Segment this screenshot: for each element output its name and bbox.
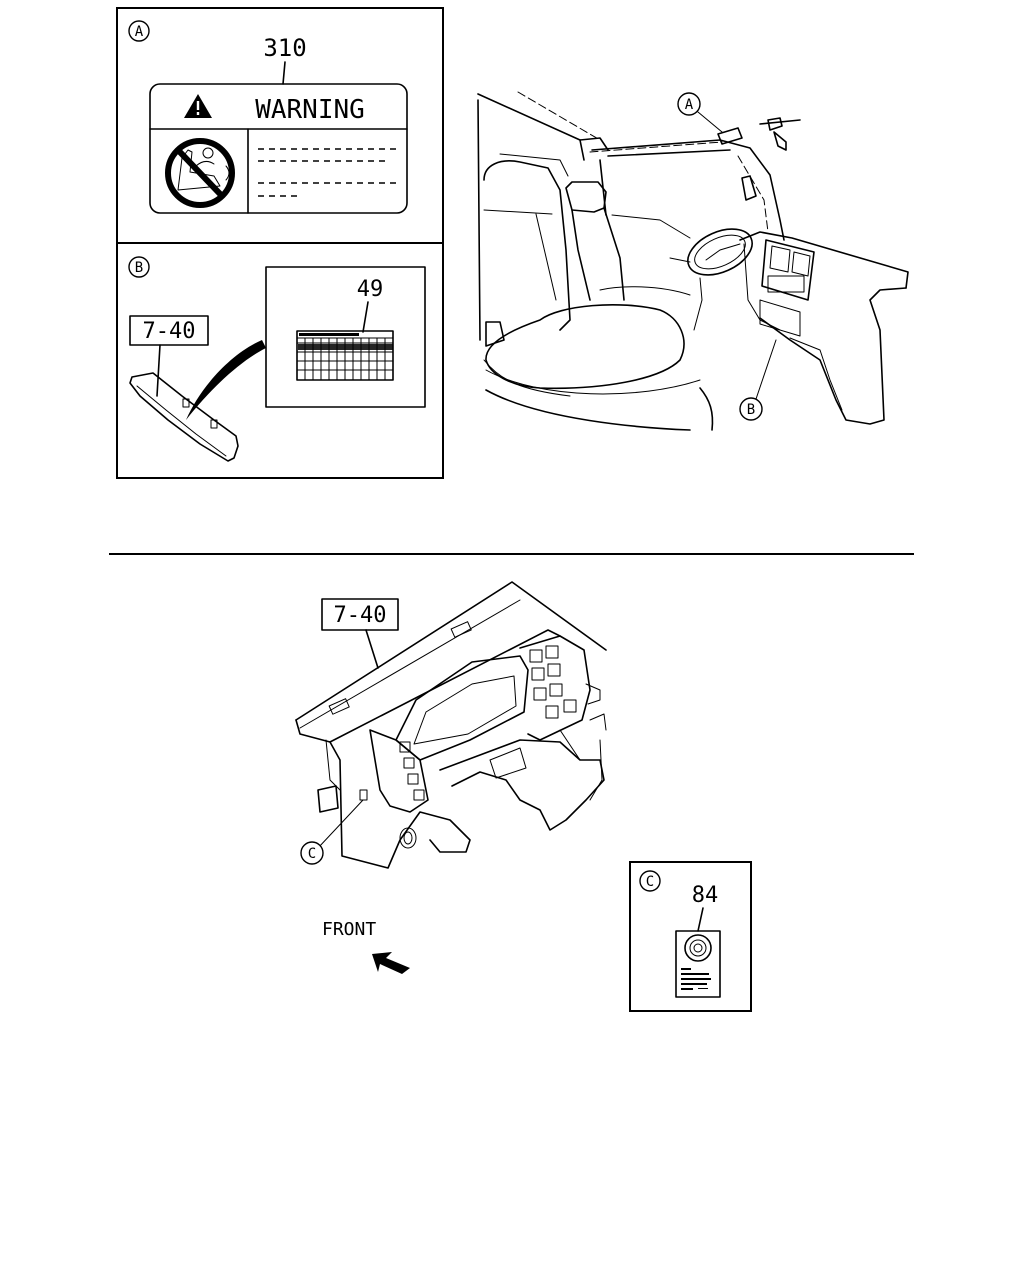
panel-c-part-number: 84 [692, 883, 719, 908]
cab-interior-view: A B [477, 91, 909, 431]
caution-label-84 [675, 930, 721, 998]
dashboard-ref-label: 7-40 [334, 603, 387, 628]
detail-pointer [186, 340, 266, 420]
ref-box-7-40-b [129, 315, 209, 346]
cab-callout-a: A [685, 97, 694, 113]
panel-c-letter-circle [639, 870, 661, 892]
panel-b-ref-label: 7-40 [143, 319, 196, 344]
label-text-dashes [258, 148, 398, 197]
warning-text: WARNING [255, 95, 365, 125]
panel-a-part-number: 310 [263, 34, 306, 62]
no-child-seat-icon [165, 138, 235, 208]
panel-b-detail-frame [265, 266, 426, 408]
ref-box-7-40-dash [321, 598, 399, 631]
panel-b-letter: B [135, 260, 143, 276]
panel-c-letter: C [646, 874, 654, 890]
glovebox-lid-part [129, 372, 239, 462]
cab-callout-a-circle [677, 92, 701, 116]
warning-label-310: WARNING [149, 83, 408, 214]
panel-a: A 310 WARNING [128, 20, 408, 214]
front-arrow-icon [372, 952, 410, 974]
panel-c-frame [629, 861, 752, 1012]
panel-a-letter: A [135, 24, 144, 40]
panel-b-letter-circle [128, 256, 150, 278]
fuse-chart-label-49 [296, 330, 394, 381]
detail-frame-ab [116, 7, 444, 479]
front-label: FRONT [322, 919, 376, 940]
panel-b: B 7-40 49 [128, 256, 426, 462]
panel-a-letter-circle [128, 20, 150, 42]
cab-callout-b: B [747, 402, 755, 418]
dash-callout-c: C [308, 846, 316, 862]
warning-triangle-icon [184, 94, 212, 118]
cab-callout-b-circle [739, 397, 763, 421]
dashboard-view: 7-40 [295, 581, 607, 974]
dash-callout-c-circle [300, 841, 324, 865]
panel-c: C 84 [629, 861, 752, 1012]
panel-b-part-number: 49 [357, 277, 384, 302]
